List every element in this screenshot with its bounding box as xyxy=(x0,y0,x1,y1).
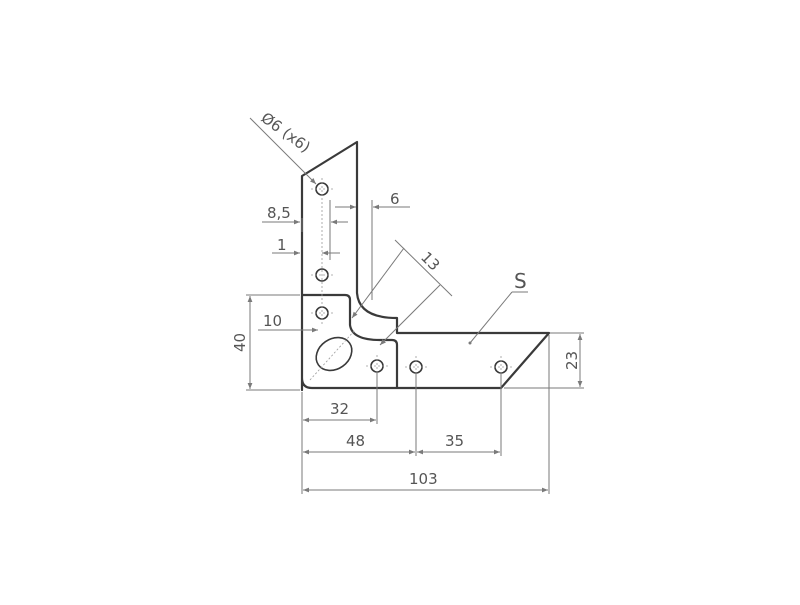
dimension-103-label: 103 xyxy=(409,470,438,488)
dimension-23-label: 23 xyxy=(563,351,581,370)
hole-4 xyxy=(370,359,384,373)
holes xyxy=(315,182,508,374)
hole-callout-label: Ø6 (x6) xyxy=(258,109,314,157)
dimension-1: 1 xyxy=(272,236,340,256)
dimension-6-label: 6 xyxy=(390,190,400,208)
inner-corner-outline xyxy=(302,293,399,388)
dimension-35: 35 xyxy=(417,432,500,455)
dimension-8-5-label: 8,5 xyxy=(267,204,291,222)
dimension-10: 10 xyxy=(258,312,318,333)
dimension-6: 6 xyxy=(335,190,410,300)
dimension-10-label: 10 xyxy=(263,312,282,330)
oval-hole xyxy=(315,336,353,372)
dimension-1-label: 1 xyxy=(277,236,287,254)
dimension-40: 40 xyxy=(231,294,300,391)
dimension-32: 32 xyxy=(303,400,376,423)
extension-lines xyxy=(301,335,550,494)
dimension-35-label: 35 xyxy=(445,432,464,450)
hole-6 xyxy=(494,360,508,374)
dimension-8-5: 8,5 xyxy=(262,200,348,260)
dimension-23: 23 xyxy=(504,332,584,389)
dimension-13-label: 13 xyxy=(417,248,443,274)
dimension-48: 48 xyxy=(303,432,415,455)
dimension-40-label: 40 xyxy=(231,333,249,352)
dimension-32-label: 32 xyxy=(330,400,349,418)
dimension-103: 103 xyxy=(303,470,548,493)
surface-s-label: S xyxy=(514,269,527,293)
centerlines xyxy=(309,178,512,381)
hole-5 xyxy=(409,360,423,374)
dimension-13: 13 xyxy=(351,239,453,346)
hole-1 xyxy=(315,182,329,196)
bracket-outline xyxy=(300,140,551,392)
dimension-48-label: 48 xyxy=(346,432,365,450)
hole-3 xyxy=(315,306,329,320)
surface-s: S xyxy=(468,269,528,345)
